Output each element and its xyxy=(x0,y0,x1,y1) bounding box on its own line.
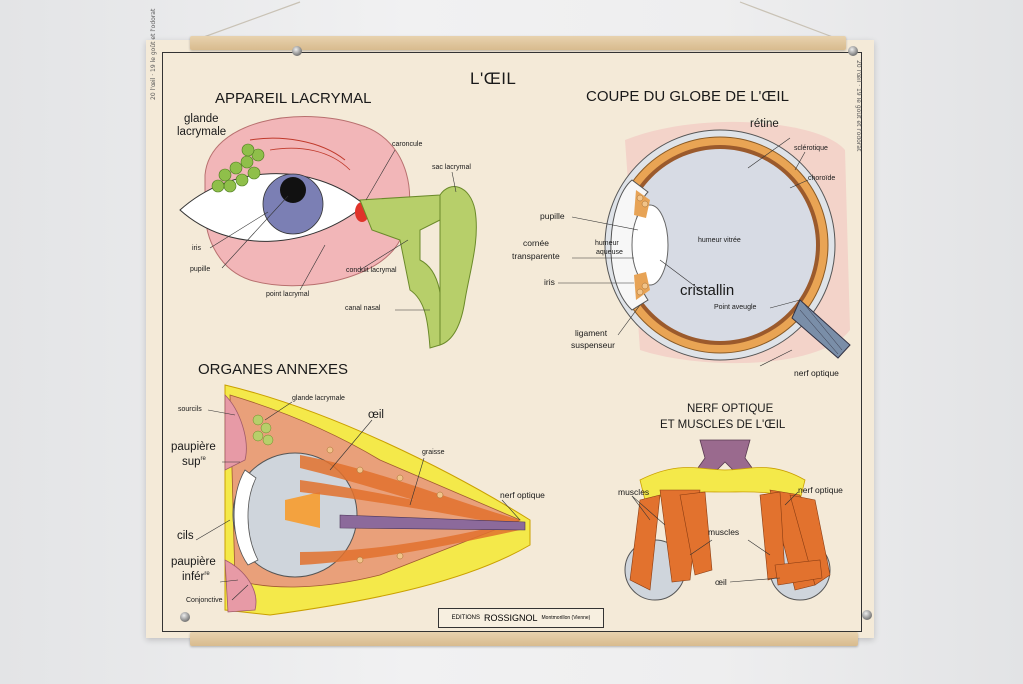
label-cornee: cornée xyxy=(523,238,549,248)
optic-nerve-muscles xyxy=(624,439,831,601)
label-paupiere-inf: paupière xyxy=(171,556,216,568)
label-cristallin: cristallin xyxy=(680,282,735,299)
label-caroncule: caroncule xyxy=(392,141,423,148)
label-point-lacrymal: point lacrymal xyxy=(266,291,310,298)
side-credit-left: 20 l'œil · 19 le goût et l'odorat xyxy=(150,8,157,100)
publisher-place: Montmorillon (Vienne) xyxy=(541,615,591,621)
tack-icon xyxy=(862,610,872,620)
label-muscles-left: muscles xyxy=(618,487,650,497)
publisher-name: ROSSIGNOL xyxy=(484,613,538,623)
label-infer-suffix: re xyxy=(204,571,210,577)
eyeball-section xyxy=(558,121,851,367)
label-canal-nasal: canal nasal xyxy=(345,305,381,312)
label-conjonctive: Conjonctive xyxy=(186,597,223,604)
label-lacrymale: lacrymale xyxy=(177,126,227,138)
label-sclerotique: sclérotique xyxy=(794,145,828,152)
poster-title: L'ŒIL xyxy=(470,69,517,88)
label-humeur-vitree: humeur vitrée xyxy=(698,237,741,244)
label-oeil-annexes: œil xyxy=(368,409,384,421)
label-sup: supre xyxy=(182,455,206,468)
tack-icon xyxy=(848,46,858,56)
label-sourcils: sourcils xyxy=(178,406,202,413)
label-conduit-lacrymal: conduit lacrymal xyxy=(346,267,397,274)
label-oeil-nerf: œil xyxy=(715,577,727,587)
bottom-wooden-rod xyxy=(190,632,858,646)
lacrimal-apparatus xyxy=(179,116,477,349)
heading-lacrymal: APPAREIL LACRYMAL xyxy=(215,90,372,107)
heading-globe: COUPE DU GLOBE DE L'ŒIL xyxy=(586,88,789,105)
heading-nerf-1: NERF OPTIQUE xyxy=(687,403,774,415)
poster-border xyxy=(162,52,862,632)
accessory-organs xyxy=(195,384,531,616)
tack-icon xyxy=(180,612,190,622)
label-iris-lacrymal: iris xyxy=(192,245,201,252)
label-iris-globe: iris xyxy=(544,277,555,287)
label-suspenseur: suspenseur xyxy=(571,340,615,350)
label-infer: inférre xyxy=(182,570,210,583)
tack-icon xyxy=(292,46,302,56)
label-aqueuse: aqueuse xyxy=(596,249,623,256)
label-glande-lacrymale-annexes: glande lacrymale xyxy=(292,395,345,402)
label-ligament: ligament xyxy=(575,328,608,338)
heading-annexes: ORGANES ANNEXES xyxy=(198,361,349,378)
label-transparente: transparente xyxy=(512,251,560,261)
label-nerf-optique-annexes: nerf optique xyxy=(500,490,545,500)
label-graisse: graisse xyxy=(422,449,445,456)
label-choroide: choroïde xyxy=(808,175,836,182)
label-glande: glande xyxy=(184,113,219,125)
label-nerf-optique-globe: nerf optique xyxy=(794,368,839,378)
publisher-box: EDITIONS ROSSIGNOL Montmorillon (Vienne) xyxy=(438,608,604,628)
top-wooden-rod xyxy=(190,36,846,50)
label-humeur: humeur xyxy=(595,240,619,247)
label-muscles-center: muscles xyxy=(708,527,740,537)
label-cils: cils xyxy=(177,530,194,542)
side-credit-right: 20 l'œil · 19 le goût et l'odorat xyxy=(855,60,862,152)
label-nerf-optique-nerf: nerf optique xyxy=(798,485,843,495)
label-pupille-globe: pupille xyxy=(540,211,565,221)
label-retine: rétine xyxy=(750,118,779,130)
label-paupiere-sup: paupière xyxy=(171,441,216,453)
heading-nerf-2: ET MUSCLES DE L'ŒIL xyxy=(660,419,786,431)
label-pupille-lacrymal: pupille xyxy=(190,266,211,273)
label-point-aveugle: Point aveugle xyxy=(714,304,757,311)
label-sac-lacrymal: sac lacrymal xyxy=(432,164,471,171)
publisher-prefix: EDITIONS xyxy=(451,615,480,621)
label-sup-suffix: re xyxy=(200,456,206,462)
